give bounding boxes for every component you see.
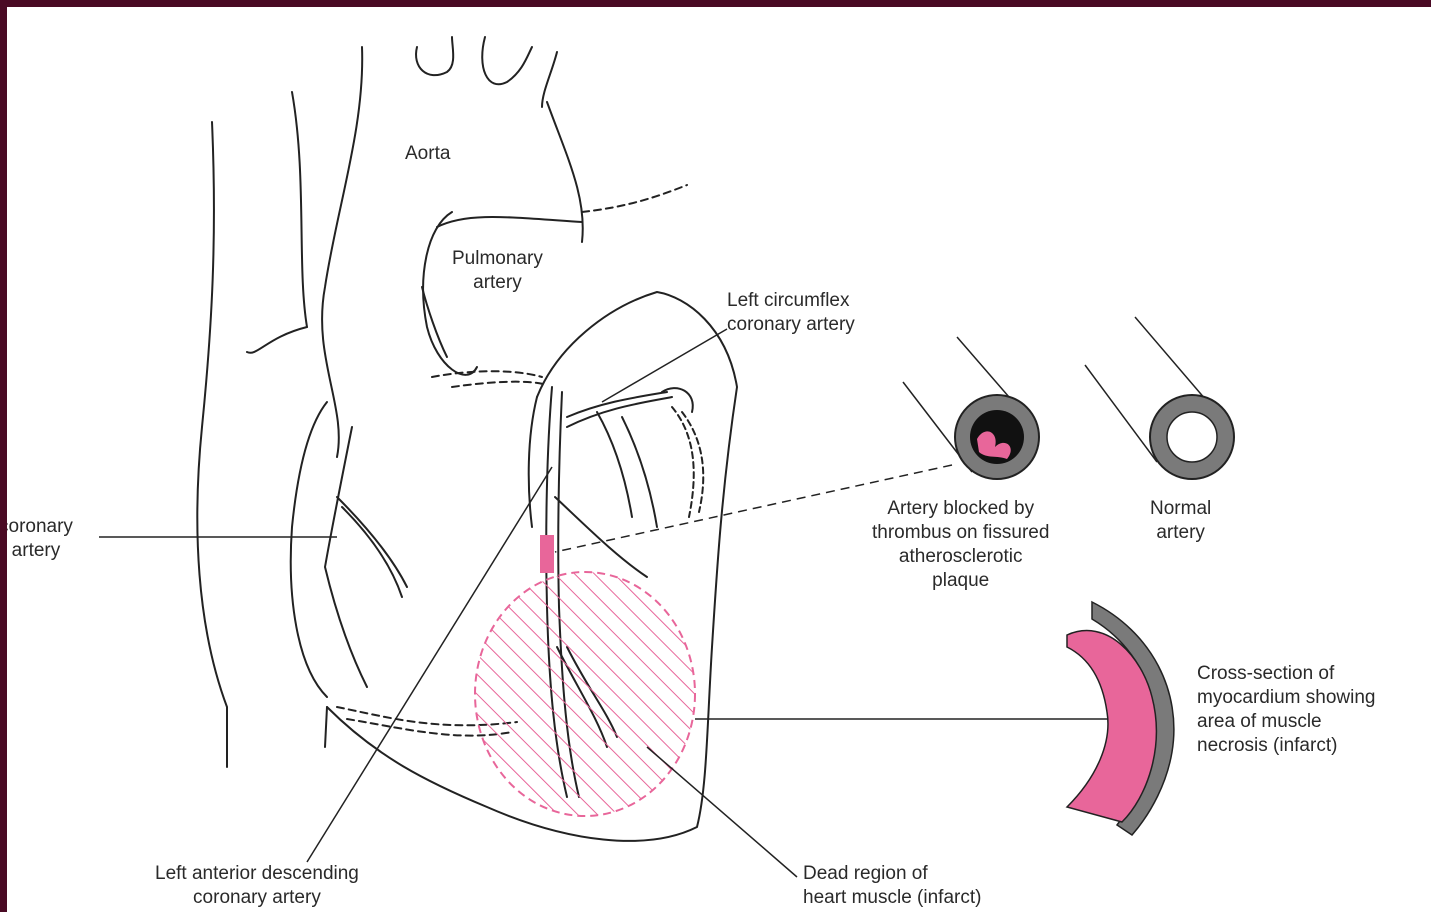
coronary-dashed-1	[432, 371, 542, 377]
pulmonary-trunk	[582, 185, 687, 212]
diagram-canvas: Aorta Pulmonary artery Left circumflex c…	[7, 7, 1431, 912]
normal-artery-icon	[1085, 317, 1234, 479]
blocked-artery-icon	[903, 337, 1039, 479]
label-dead-region: Dead region of heart muscle (infarct)	[803, 862, 981, 910]
label-right-coronary: coronary artery	[7, 515, 73, 563]
infarct-region	[475, 572, 695, 816]
label-lad: Left anterior descending coronary artery	[155, 862, 359, 910]
vena-cava-right-wall	[292, 92, 307, 327]
rca-branch-2	[342, 507, 402, 597]
lad-branch-2	[567, 392, 667, 417]
pointer-dead	[647, 747, 797, 877]
vena-cava-left-wall	[197, 122, 227, 767]
label-pulmonary-artery: Pulmonary artery	[452, 247, 543, 295]
heart-base-left	[325, 707, 327, 747]
diagonal-1	[555, 497, 647, 577]
label-left-circumflex: Left circumflex coronary artery	[727, 289, 855, 337]
aorta-top-branch-1	[416, 37, 453, 75]
pulmonary-left	[437, 217, 582, 227]
aorta-left-wall	[322, 47, 362, 457]
label-blocked-artery: Artery blocked by thrombus on fissured a…	[872, 497, 1049, 593]
coronary-dashed-2	[452, 382, 547, 387]
right-coronary-artery	[325, 427, 367, 687]
lad-branch-4	[622, 417, 657, 527]
right-atrium	[247, 327, 327, 697]
label-aorta: Aorta	[405, 142, 450, 166]
heart-top-contour	[529, 397, 537, 527]
label-cross-section: Cross-section of myocardium showing area…	[1197, 662, 1375, 758]
label-normal-artery: Normal artery	[1150, 497, 1211, 545]
aorta-top-branch-2	[482, 37, 532, 84]
blockage-marker	[540, 535, 554, 573]
aorta-top-right	[542, 52, 557, 107]
heart-illustration	[7, 7, 1431, 912]
